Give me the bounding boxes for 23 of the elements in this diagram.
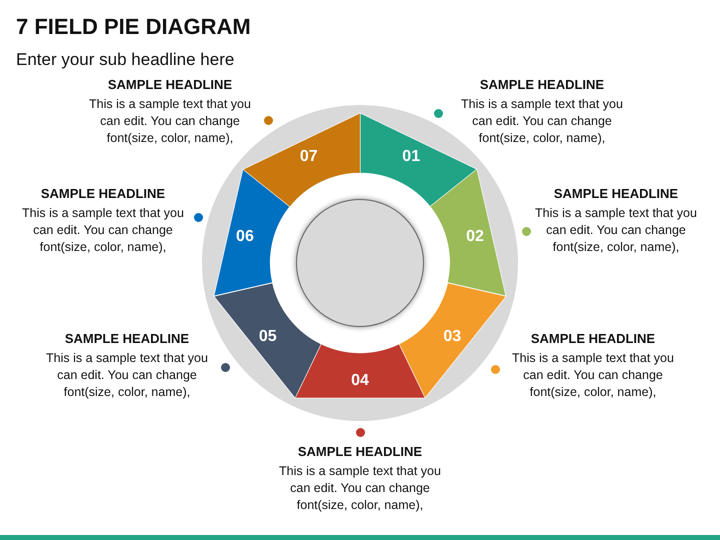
segment-number: 06 (236, 228, 254, 246)
body-text: This is a sample text that you can edit. You can change font(size, color, name), (511, 350, 675, 401)
segment-number: 04 (351, 372, 369, 390)
headline: SAMPLE HEADLINE (106, 77, 234, 92)
headline: SAMPLE HEADLINE (64, 331, 190, 346)
headline: SAMPLE HEADLINE (478, 77, 606, 92)
subtitle: Enter your sub headline here (16, 50, 234, 70)
body-text: This is a sample text that you can edit. You can change font(size, color, name), (278, 463, 442, 514)
headline: SAMPLE HEADLINE (530, 331, 656, 346)
title: 7 FIELD PIE DIAGRAM (16, 14, 251, 40)
body-text: This is a sample text that you can edit. You can change font(size, color, name), (45, 350, 209, 401)
segment-number: 03 (443, 328, 462, 346)
segment-number: 02 (466, 228, 484, 246)
segment-number: 07 (300, 148, 318, 166)
headline: SAMPLE HEADLINE (296, 444, 424, 459)
body-text: This is a sample text that you can edit. You can change font(size, color, name), (21, 205, 185, 256)
body-text: This is a sample text that you can edit. You can change font(size, color, name), (88, 96, 252, 147)
body-text: This is a sample text that you can edit. You can change font(size, color, name), (460, 96, 624, 147)
segment-number: 01 (402, 148, 420, 166)
body-text: This is a sample text that you can edit. You can change font(size, color, name), (534, 205, 698, 256)
segment-number: 05 (258, 328, 277, 346)
headline: SAMPLE HEADLINE (552, 186, 680, 201)
headline: SAMPLE HEADLINE (40, 186, 166, 201)
